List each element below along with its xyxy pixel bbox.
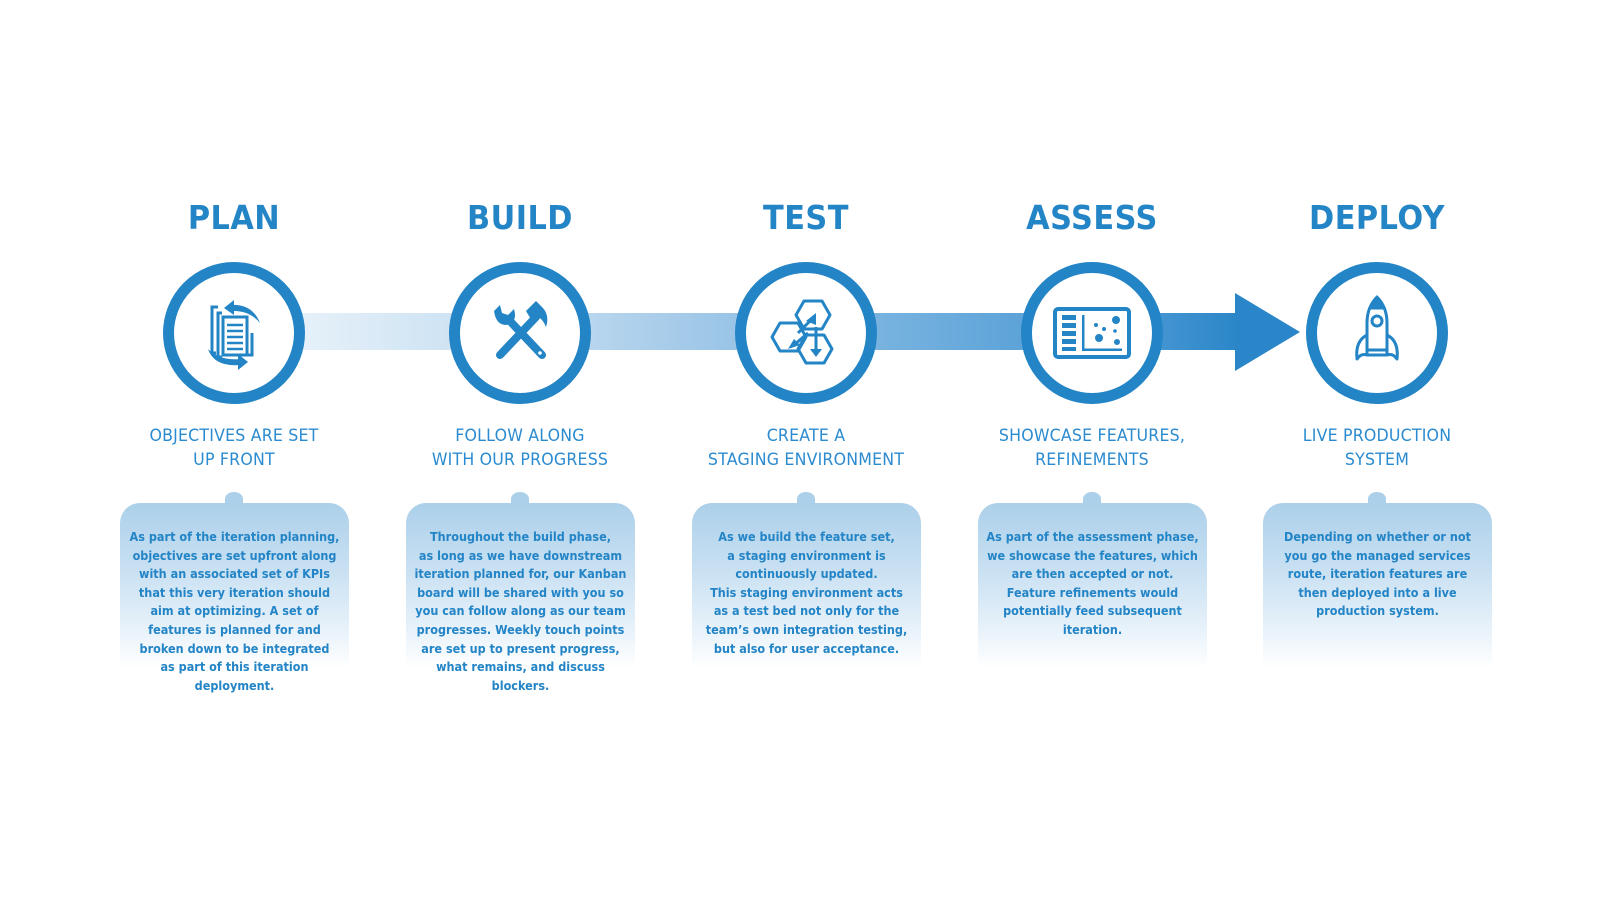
stage-build: BUILD FOLLOW ALONG WITH OUR PROGRESS Thr… — [380, 0, 660, 900]
flow-arrow-head — [1235, 293, 1300, 371]
stage-title: DEPLOY — [1309, 198, 1445, 237]
description-line: board will be shared with you so — [417, 584, 624, 600]
stage-assess: ASSESS SHOWCASE FEATURES, REFINEMENTS As… — [952, 0, 1232, 900]
description-line: potentially feed subsequent — [1003, 603, 1182, 619]
description-line: broken down to be integrated — [139, 640, 330, 656]
stage-description: As part of the iteration planning, objec… — [122, 528, 346, 695]
stage-subtitle: LIVE PRODUCTION SYSTEM — [1247, 424, 1507, 472]
description-line: As we build the feature set, — [718, 529, 895, 544]
stage-subtitle: FOLLOW ALONG WITH OUR PROGRESS — [390, 424, 650, 472]
subtitle-line: OBJECTIVES ARE SET — [149, 426, 319, 446]
description-callout — [120, 492, 349, 668]
description-line: then deployed into a live — [1298, 584, 1457, 600]
description-line: Throughout the build phase, — [429, 529, 611, 544]
stage-description: As we build the feature set, a staging e… — [694, 528, 918, 658]
description-line: you can follow along as our team — [415, 603, 626, 619]
subtitle-line: WITH OUR PROGRESS — [431, 450, 609, 470]
description-callout — [978, 492, 1207, 668]
description-line: progresses. Weekly touch points — [416, 621, 625, 637]
description-line: objectives are set upfront along — [132, 547, 337, 563]
description-line: This staging environment acts — [710, 584, 903, 600]
description-line: but also for user acceptance. — [713, 640, 900, 656]
stage-title: ASSESS — [1026, 198, 1158, 237]
description-line: blockers. — [491, 677, 550, 693]
stage-description: Depending on whether or not you go the m… — [1265, 528, 1489, 621]
description-line: you go the managed services — [1284, 547, 1471, 563]
stage-subtitle: SHOWCASE FEATURES, REFINEMENTS — [962, 424, 1222, 472]
description-line: aim at optimizing. A set of — [150, 603, 319, 619]
description-line: iteration planned for, our Kanban — [414, 566, 627, 582]
description-line: we showcase the features, which — [987, 547, 1198, 563]
description-line: as long as we have downstream — [418, 547, 623, 563]
description-line: continuously updated. — [735, 566, 878, 582]
hexagons-arrows-icon — [770, 299, 834, 365]
description-line: that this very iteration should — [138, 584, 331, 600]
description-line: as part of this iteration — [160, 659, 309, 675]
description-line: as a test bed not only for the — [713, 603, 900, 619]
stage-title: TEST — [763, 198, 849, 237]
subtitle-line: REFINEMENTS — [1035, 450, 1149, 470]
connector-test-assess — [870, 313, 1030, 350]
description-line: with an associated set of KPIs — [139, 566, 330, 582]
subtitle-line: UP FRONT — [193, 450, 275, 470]
description-line: are then accepted or not. — [1011, 566, 1174, 582]
stage-icon-circle — [1021, 262, 1163, 404]
description-line: what remains, and discuss — [436, 659, 605, 675]
description-line: features is planned for and — [148, 621, 321, 637]
description-line: team’s own integration testing, — [705, 621, 908, 637]
connector-build-test — [585, 313, 745, 350]
description-line: Depending on whether or not — [1283, 529, 1472, 544]
stage-icon-circle — [735, 262, 877, 404]
subtitle-line: CREATE A — [766, 426, 846, 446]
connector-assess-deploy — [1155, 313, 1240, 350]
description-line: are set up to present progress, — [421, 640, 620, 656]
wrench-hammer-icon — [494, 301, 548, 359]
rocket-icon — [1355, 295, 1399, 361]
description-line: production system. — [1316, 603, 1439, 619]
stage-icon-circle — [449, 262, 591, 404]
description-line: a staging environment is — [727, 547, 886, 563]
stage-title: PLAN — [187, 198, 281, 237]
description-callout — [692, 492, 921, 668]
subtitle-line: SHOWCASE FEATURES, — [998, 426, 1186, 446]
stage-description: Throughout the build phase, as long as w… — [408, 528, 632, 695]
stage-test: TEST CREATE A STAGING ENVIRONMENT As we … — [666, 0, 946, 900]
description-callout — [1263, 492, 1492, 668]
subtitle-line: SYSTEM — [1344, 450, 1410, 470]
description-line: Feature refinements would — [1006, 584, 1179, 600]
subtitle-line: LIVE PRODUCTION — [1302, 426, 1452, 446]
description-line: As part of the iteration planning, — [129, 529, 340, 544]
connector-plan-build — [300, 313, 460, 350]
dashboard-panel-icon — [1053, 307, 1131, 359]
stage-title: BUILD — [467, 198, 573, 237]
stage-plan: PLAN OBJECTIVES ARE SET UP FRONT As part — [94, 0, 374, 900]
description-line: iteration. — [1062, 621, 1123, 637]
description-line: As part of the assessment phase, — [986, 529, 1199, 544]
stage-deploy: DEPLOY LIVE PRODUCTION SYSTEM Depending … — [1237, 0, 1517, 900]
documents-cycle-icon — [208, 300, 260, 370]
stage-subtitle: CREATE A STAGING ENVIRONMENT — [676, 424, 936, 472]
description-line: route, iteration features are — [1287, 566, 1468, 582]
subtitle-line: STAGING ENVIRONMENT — [707, 450, 905, 470]
stage-description: As part of the assessment phase, we show… — [980, 528, 1204, 640]
description-line: deployment. — [194, 677, 275, 693]
subtitle-line: FOLLOW ALONG — [455, 426, 585, 446]
stage-icon-circle — [163, 262, 305, 404]
stage-subtitle: OBJECTIVES ARE SET UP FRONT — [104, 424, 364, 472]
description-callout — [406, 492, 635, 668]
stage-icon-circle — [1306, 262, 1448, 404]
